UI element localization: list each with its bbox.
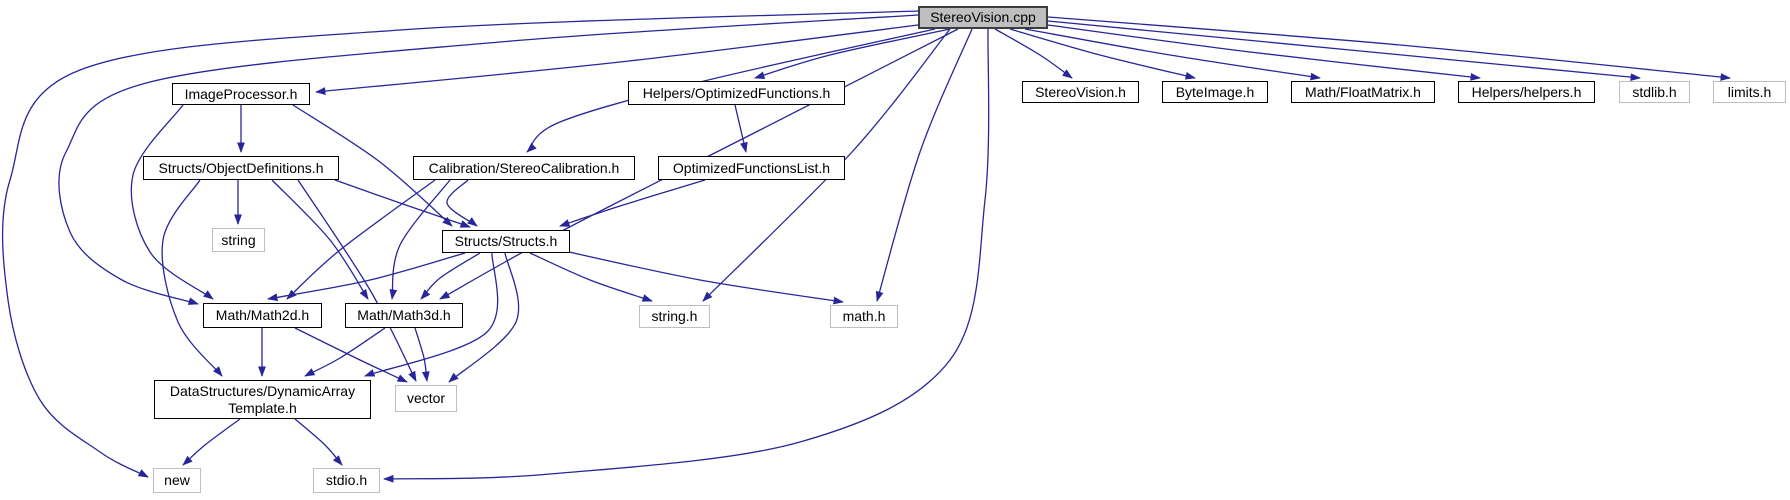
edge-stereocal-to-structs: [446, 179, 478, 227]
node-dynarr[interactable]: DataStructures/DynamicArray Template.h: [154, 380, 371, 419]
node-byteimg[interactable]: ByteImage.h: [1162, 81, 1268, 103]
edge-objdef-to-math3d: [271, 179, 369, 300]
edge-optfn-to-optfnlist: [734, 104, 748, 153]
node-optfn[interactable]: Helpers/OptimizedFunctions.h: [628, 81, 845, 105]
edge-sv_cpp-to-stdio: [383, 28, 990, 483]
node-objdef[interactable]: Structs/ObjectDefinitions.h: [143, 156, 339, 180]
node-string_h: string.h: [639, 305, 710, 328]
edge-sv_cpp-to-math_h: [875, 28, 973, 302]
edge-sv_cpp-to-optfn: [754, 28, 951, 79]
edge-objdef-to-vector_cpp: [297, 179, 417, 382]
edge-stereocal-to-math3d: [389, 179, 451, 300]
edge-optfnlist-to-structs: [559, 179, 706, 227]
edge-dynarr-to-new_cpp: [182, 418, 241, 466]
edge-structs-to-math2d: [267, 252, 466, 302]
edge-math3d-to-vector_cpp: [414, 327, 430, 382]
node-floatmat[interactable]: Math/FloatMatrix.h: [1291, 81, 1435, 103]
node-helpers[interactable]: Helpers/helpers.h: [1458, 81, 1595, 103]
edge-math3d-to-dynarr: [304, 327, 386, 377]
node-stereocal[interactable]: Calibration/StereoCalibration.h: [413, 156, 635, 180]
edge-structs-to-vector_cpp: [448, 252, 520, 383]
edge-imgproc-to-structs: [292, 104, 453, 227]
edge-dynarr-to-stdio: [294, 418, 343, 466]
node-new_cpp: new: [153, 468, 201, 493]
edge-structs-to-string_h: [529, 252, 653, 302]
edge-structs-to-math3d: [420, 252, 481, 300]
node-math3d[interactable]: Math/Math3d.h: [345, 303, 463, 328]
node-sv_cpp: StereoVision.cpp: [918, 6, 1048, 29]
node-math_h: math.h: [830, 305, 898, 328]
edge-imgproc-to-math2d: [130, 104, 214, 300]
node-stdio: stdio.h: [313, 468, 380, 493]
edge-sv_cpp-to-stdlib: [1047, 20, 1641, 81]
node-sv_h[interactable]: StereoVision.h: [1022, 81, 1139, 103]
edge-objdef-to-dynarr: [161, 179, 223, 377]
node-optfnlist[interactable]: OptimizedFunctionsList.h: [658, 156, 845, 180]
edge-sv_cpp-to-string_h: [702, 28, 951, 302]
edge-sv_cpp-to-math2d: [58, 14, 919, 305]
node-limits: limits.h: [1713, 81, 1786, 103]
edge-sv_cpp-to-helpers: [1047, 24, 1481, 81]
edge-sv_cpp-to-floatmat: [1024, 28, 1321, 81]
edge-structs-to-dynarr: [364, 252, 499, 377]
node-math2d[interactable]: Math/Math2d.h: [203, 303, 322, 328]
edge-objdef-to-structs: [334, 179, 471, 228]
node-string_cpp: string: [212, 228, 265, 252]
edge-sv_cpp-to-limits: [1047, 16, 1731, 81]
edge-stereocal-to-math2d: [286, 179, 436, 300]
edge-sv_cpp-to-sv_h: [994, 28, 1073, 79]
node-vector_cpp: vector: [395, 385, 457, 412]
edge-sv_cpp-to-byteimg: [1009, 28, 1196, 80]
edge-structs-to-math_h: [559, 249, 844, 305]
edge-math2d-to-vector_cpp: [294, 327, 408, 383]
node-stdlib: stdlib.h: [1619, 81, 1690, 103]
node-structs[interactable]: Structs/Structs.h: [442, 230, 570, 253]
edge-sv_cpp-to-imgproc: [315, 24, 919, 95]
node-imgproc[interactable]: ImageProcessor.h: [172, 83, 310, 105]
edge-sv_cpp-to-new_cpp: [1, 10, 919, 478]
